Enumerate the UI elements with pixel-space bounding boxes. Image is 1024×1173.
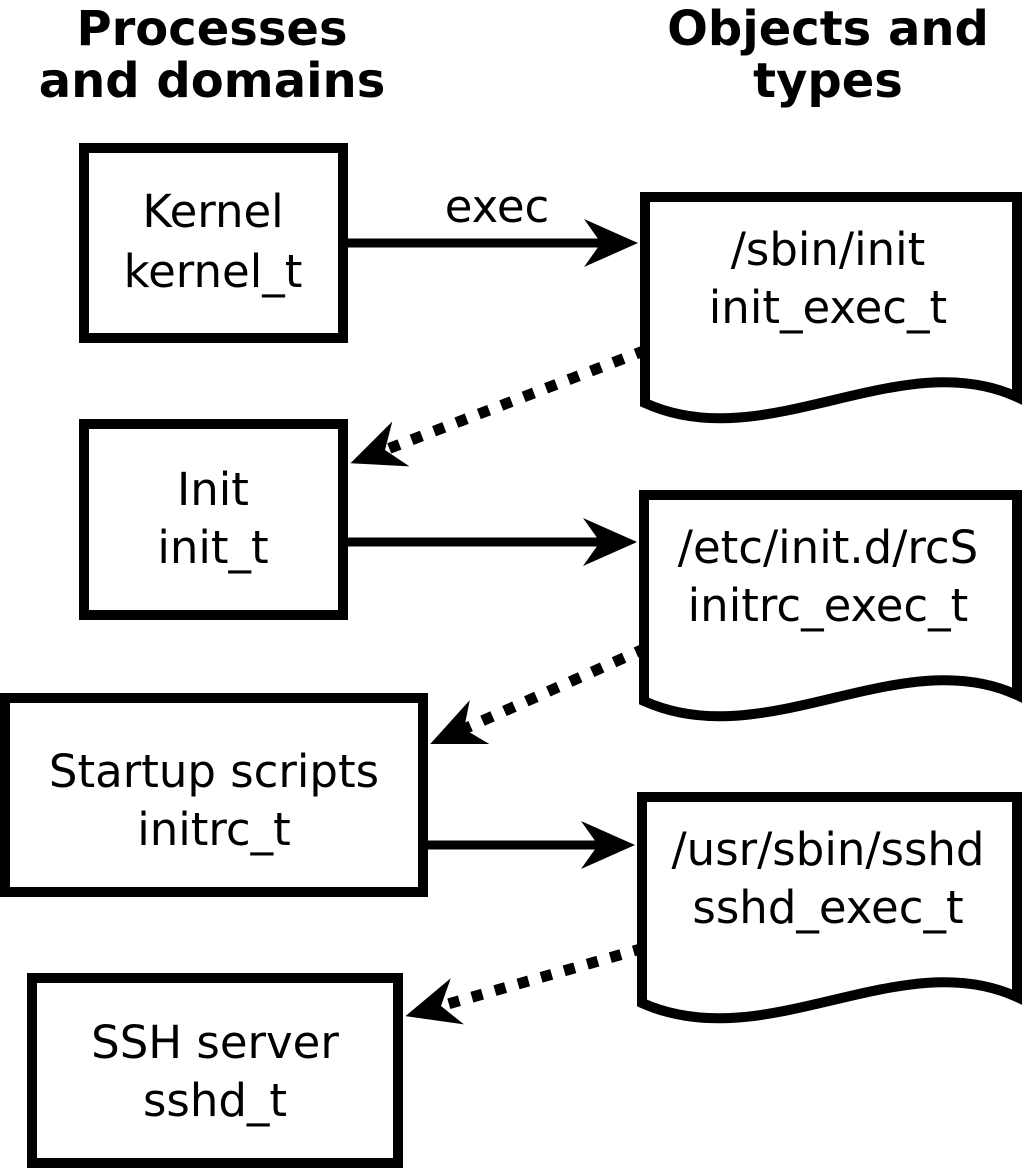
sshd-document: /usr/sbin/sshd sshd_exec_t bbox=[637, 792, 1022, 1024]
ssh-server-box-rect bbox=[27, 973, 403, 1168]
transition-arrows bbox=[350, 344, 649, 1025]
ssh-server-box-label: SSH server bbox=[91, 1016, 339, 1069]
left-column-header-line2: and domains bbox=[39, 53, 386, 109]
init-box: Init init_t bbox=[79, 419, 348, 620]
right-column-header-line2: types bbox=[753, 53, 903, 109]
sbin-init-document-shape bbox=[640, 192, 1022, 424]
sbin-init-type: init_exec_t bbox=[709, 281, 947, 334]
startup-scripts-box: Startup scripts initrc_t bbox=[0, 693, 428, 897]
sshd-path: /usr/sbin/sshd bbox=[672, 823, 985, 876]
rcs-document: /etc/init.d/rcS initrc_exec_t bbox=[639, 490, 1022, 722]
sbin-init-document: /sbin/init init_exec_t bbox=[640, 192, 1022, 424]
right-column-header-line1: Objects and bbox=[667, 1, 989, 57]
kernel-box-label: Kernel bbox=[142, 185, 283, 238]
left-column-header-line1: Processes bbox=[76, 1, 347, 57]
transition-arrow-sshd-to-sshd-t bbox=[405, 942, 646, 1025]
init-box-rect bbox=[79, 419, 348, 620]
sshd-type: sshd_exec_t bbox=[692, 881, 963, 934]
kernel-box-domain: kernel_t bbox=[124, 245, 303, 298]
init-box-label: Init bbox=[177, 463, 249, 516]
exec-arrows: exec bbox=[348, 180, 638, 869]
startup-scripts-box-domain: initrc_t bbox=[137, 803, 291, 856]
startup-scripts-box-rect bbox=[0, 693, 428, 897]
rcs-type: initrc_exec_t bbox=[688, 579, 969, 632]
rcs-path: /etc/init.d/rcS bbox=[678, 521, 978, 574]
transition-arrow-rcs-to-initrc-t bbox=[430, 642, 649, 745]
sbin-init-path: /sbin/init bbox=[731, 223, 926, 276]
ssh-server-box: SSH server sshd_t bbox=[27, 973, 403, 1168]
startup-scripts-box-label: Startup scripts bbox=[49, 745, 379, 798]
transition-arrow-sbin-init-to-init-t bbox=[350, 344, 648, 467]
kernel-box: Kernel kernel_t bbox=[79, 143, 348, 343]
kernel-box-rect bbox=[79, 143, 348, 343]
sshd-document-shape bbox=[637, 792, 1022, 1024]
column-headers: Processes and domains Objects and types bbox=[39, 1, 989, 109]
ssh-server-box-domain: sshd_t bbox=[143, 1074, 287, 1127]
init-box-domain: init_t bbox=[157, 521, 268, 574]
rcs-document-shape bbox=[639, 490, 1022, 722]
exec-arrow-label: exec bbox=[445, 180, 550, 233]
